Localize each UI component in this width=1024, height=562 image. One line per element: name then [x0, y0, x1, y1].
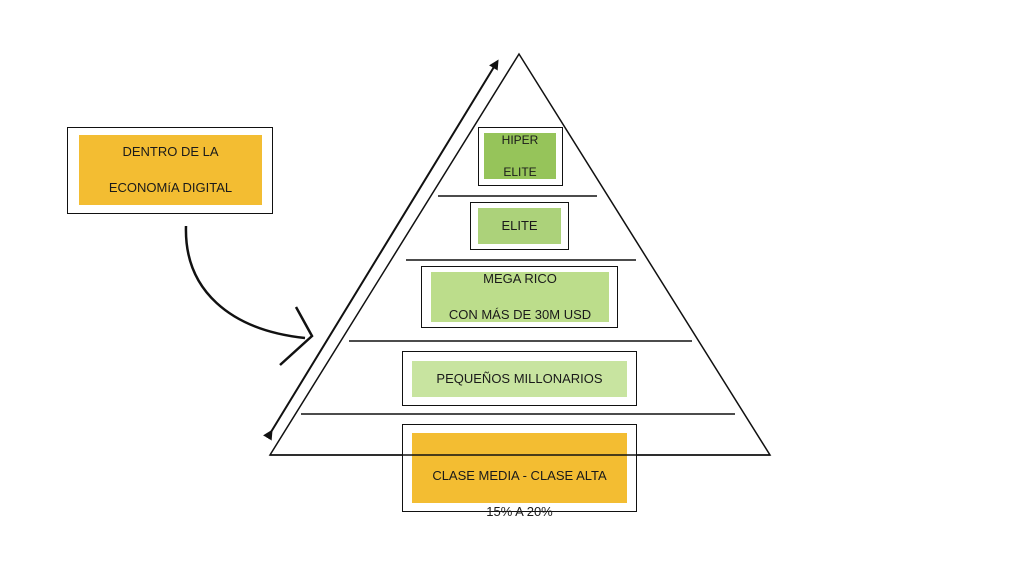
mega-rico-box: MEGA RICO CON MÁS DE 30M USD [431, 271, 609, 322]
side-label-box: DENTRO DE LA ECONOMíA DIGITAL [79, 135, 262, 205]
curved-arrow [184, 225, 306, 340]
curved-arrow-head [279, 306, 314, 366]
hiper-elite-line1: HIPER [501, 133, 539, 147]
double-arrow [263, 59, 499, 441]
mega-rico-line2: CON MÁS DE 30M USD [448, 307, 592, 322]
pequenos-millonarios-box: PEQUEÑOS MILLONARIOS [412, 361, 627, 397]
clase-media-alta-line2: 15% A 20% [486, 504, 553, 519]
hiper-elite-box: HIPER ELITE [484, 133, 556, 179]
mega-rico-line1: MEGA RICO [483, 271, 557, 286]
clase-media-alta-line1: CLASE MEDIA - CLASE ALTA [432, 468, 607, 483]
side-label-line1: DENTRO DE LA [122, 144, 219, 159]
elite-box: ELITE [478, 208, 561, 244]
elite-label: ELITE [501, 218, 538, 233]
pequenos-millonarios-label: PEQUEÑOS MILLONARIOS [436, 371, 603, 386]
hiper-elite-line2: ELITE [503, 165, 537, 179]
side-label-line2: ECONOMíA DIGITAL [108, 180, 233, 195]
clase-media-alta-box: CLASE MEDIA - CLASE ALTA 15% A 20% [412, 433, 627, 519]
